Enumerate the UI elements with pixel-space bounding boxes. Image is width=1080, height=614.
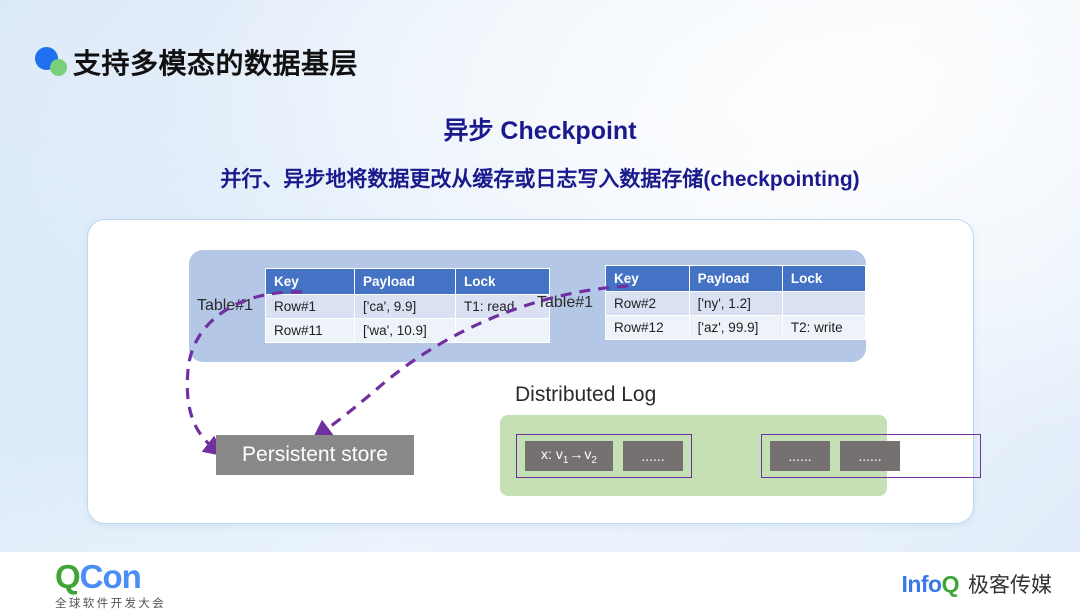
cell-lock [455,318,551,343]
qcon-logo: QCon 全球软件开发大会 [55,560,166,611]
log-ellipsis-cell: ...... [623,441,683,471]
table-label-left: Table#1 [197,296,254,314]
cell-key: Row#12 [605,315,690,340]
infoq-chinese-name: 极客传媒 [968,574,1052,597]
infoq-q: Q [941,571,960,597]
log-group: x: v1→v2 ...... [516,434,692,478]
log-record-cell: x: v1→v2 [525,441,613,471]
column-header-key: Key [605,265,690,292]
distributed-log-label: Distributed Log [515,383,657,406]
qcon-wordmark: QCon [55,560,166,594]
cell-payload: ['az', 99.9] [688,315,783,340]
table-row: Row#11 ['wa', 10.9] [265,318,551,343]
diagram-card: Table#1 Key Payload Lock Row#1 ['ca', 9.… [87,219,981,524]
table-label-right: Table#1 [537,293,594,311]
page-title: 支持多模态的数据基层 [73,48,359,79]
column-header-lock: Lock [781,265,867,292]
data-table-left: Key Payload Lock Row#1 ['ca', 9.9] T1: r… [265,268,551,343]
log-ellipsis-cell: ...... [770,441,830,471]
slide-header: 支持多模态的数据基层 [33,42,358,82]
cell-lock: T1: read [455,294,551,319]
persistent-store-label: Persistent store [242,443,388,466]
cell-payload: ['wa', 10.9] [354,318,457,343]
distributed-log-box: x: v1→v2 ...... ...... ...... [500,415,981,496]
cell-key: Row#2 [605,291,690,316]
table-header-row: Key Payload Lock [605,265,867,292]
table-row: Row#12 ['az', 99.9] T2: write [605,315,867,340]
log-record-text: x: v1→v2 [541,446,597,466]
cell-lock: T2: write [781,315,867,340]
column-header-key: Key [265,268,356,295]
green-dot-icon [50,59,67,76]
section-description: 并行、异步地将数据更改从缓存或日志写入数据存储(checkpointing) [220,168,860,191]
section-subtitle: 异步 Checkpoint [443,117,637,145]
log-ellipsis-cell: ...... [840,441,900,471]
column-header-payload: Payload [688,265,783,292]
cell-payload: ['ny', 1.2] [688,291,783,316]
brand-dots-icon [33,44,73,80]
infoq-logo: InfoQ 极客传媒 [901,569,1052,599]
infoq-info: Info [901,571,942,597]
column-header-lock: Lock [455,268,551,295]
table-row: Row#2 ['ny', 1.2] [605,291,867,316]
cell-key: Row#1 [265,294,356,319]
table-group-left: Table#1 Key Payload Lock Row#1 ['ca', 9.… [197,268,551,343]
cell-key: Row#11 [265,318,356,343]
qcon-con: Con [79,558,142,595]
cell-lock [781,291,867,316]
table-group-right: Table#1 Key Payload Lock Row#2 ['ny', 1.… [537,265,867,340]
table-header-row: Key Payload Lock [265,268,551,295]
column-header-payload: Payload [354,268,457,295]
qcon-tagline: 全球软件开发大会 [55,598,167,610]
data-table-right: Key Payload Lock Row#2 ['ny', 1.2] Row#1… [605,265,867,340]
log-group: ...... ...... [761,434,981,478]
slide-footer: QCon 全球软件开发大会 InfoQ 极客传媒 [0,552,1080,614]
cell-payload: ['ca', 9.9] [354,294,457,319]
persistent-store-box: Persistent store [216,435,414,475]
tables-container: Table#1 Key Payload Lock Row#1 ['ca', 9.… [189,250,867,362]
table-row: Row#1 ['ca', 9.9] T1: read [265,294,551,319]
infoq-wordmark: InfoQ [901,571,959,598]
qcon-q: Q [55,558,81,595]
